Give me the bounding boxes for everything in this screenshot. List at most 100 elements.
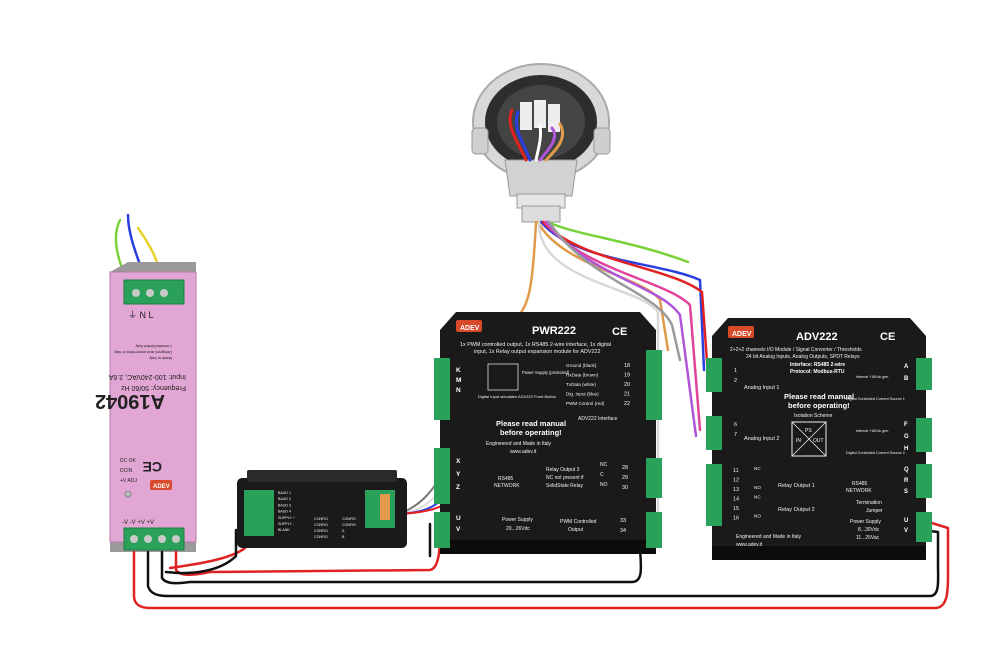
converter-left-label: SUPPLY - [278, 522, 295, 526]
pwr222-relay3-1: Relay Output 3 [546, 467, 580, 473]
pwr222-terminal-letter: X [456, 458, 461, 465]
adv222-terminal-number: 7 [734, 432, 737, 438]
adv222-made-in: Engineered and Made in Italy [736, 534, 802, 540]
converter-right-label: A [342, 529, 345, 533]
converter-right-label: CONFIG [342, 523, 356, 527]
converter-mid-label: CONFIG [314, 529, 328, 533]
pwr222-terminal-letter: Z [456, 484, 460, 491]
psu-ce-mark: CE [143, 459, 162, 475]
pwr222-module: ADEV PWR222 CE 1x PWM controlled output,… [434, 312, 662, 554]
converter-right-labels: CONFIG CONFIG AB [342, 517, 356, 539]
adv222-rs485-1: RS485 [852, 481, 868, 487]
adv222-relay-label: NC [754, 466, 761, 471]
pwr222-pwm-pin-33: 33 [620, 518, 626, 524]
pwr222-iface-label: Dig. Input (blue) [566, 392, 599, 397]
pwr222-terminal-letter: M [456, 377, 461, 384]
psu-frequency: Frequency: 50/60 Hz [121, 384, 186, 391]
adv222-logo: ADEV [732, 331, 752, 338]
adv222-description-2: 24 bit Analog Inputs, Analog Outputs, SP… [746, 354, 860, 360]
pwr222-psu-2: 20...26Vdc [506, 526, 530, 532]
pwr222-iface-num: 19 [624, 373, 630, 379]
psu-model: A19042 [95, 390, 165, 412]
adv222-internal-1: Internal +18Vdc gen. [856, 375, 889, 379]
adv222-terminal-letter: F [904, 422, 908, 428]
adv222-termination-1: Termination [856, 500, 882, 506]
pwr222-iface-num: 22 [624, 401, 630, 407]
adv222-terminal-letter: R [904, 478, 909, 484]
adv222-relay-label: NO [754, 514, 761, 519]
pwr222-relay-num: 30 [622, 485, 628, 491]
converter-left-label: BAUD 3 [278, 503, 291, 507]
adv222-psu-1: Power Supply [850, 519, 881, 525]
converter-right-label: CONFIG [342, 517, 356, 521]
adv222-ce-mark: CE [880, 331, 895, 343]
adv222-iso-out: OUT [813, 438, 824, 444]
converter-right-label: B [342, 535, 345, 539]
pwr222-relay-num: 29 [622, 475, 628, 481]
adv222-analog-in-2: Analog Input 2 [744, 436, 779, 442]
pwr222-iface-label: TxData (white) [566, 382, 596, 387]
pwr222-relay3-3: SolidState Relay [546, 483, 583, 489]
adv222-terminal-letter: H [904, 446, 908, 452]
converter-left-label: BLANK [278, 528, 290, 532]
adv222-iso-ps: PS [805, 428, 812, 434]
psu-logo: ADEV [153, 484, 170, 490]
pwr222-relay-label: C [600, 472, 604, 478]
adv222-analog-in-1: Analog Input 1 [744, 385, 779, 391]
pwr222-relay-label: NO [600, 482, 608, 488]
adv222-terminal-letter: G [904, 434, 909, 440]
adv222-psu-2: 8...30Vdc [858, 527, 880, 533]
converter-left-label: BAUD 2 [278, 497, 291, 501]
pwr222-made-in: Engineered and Made in Italy [486, 441, 552, 447]
adv222-relay-num: 12 [733, 478, 739, 484]
adv222-relay-label: NO [754, 485, 761, 490]
adv222-current-src-1: Digital Controlled Current Source 1 [846, 397, 905, 401]
pwr222-psu-1: Power Supply [502, 517, 533, 523]
psu-fine-print-3: Made in Italy [149, 356, 172, 361]
adv222-manual-1: Please read manual [784, 392, 854, 401]
pwr222-pwm-pin-34: 34 [620, 528, 626, 534]
converter-mid-label: CONFIG [314, 517, 328, 521]
adv222-terminal-letter: U [904, 518, 908, 524]
pwr222-iface-label: RxData (brown) [566, 373, 599, 378]
sensor-head [471, 63, 611, 223]
pwr222-iface-num: 18 [624, 363, 630, 369]
adv222-description-1: 2+2+2 channels I/O Module / Signal Conve… [730, 347, 862, 353]
pwr222-description-1: 1x PWM controlled output, 1x RS485 2-wir… [460, 342, 611, 348]
converter-left-label: BAUD 4 [278, 510, 291, 514]
pwr222-iface-label: PWM Control (red) [566, 401, 605, 406]
adv222-relay-num: 13 [733, 487, 739, 493]
converter-left-label: BAUD 1 [278, 491, 291, 495]
pwr222-relay-num: 28 [622, 465, 628, 471]
psu-input-spec: Input: 100-240VAC, 2.6A [108, 373, 186, 380]
pwr222-terminal-letter: N [456, 387, 461, 394]
adv222-protocol: Protocol: Modbus-RTU [790, 369, 845, 375]
adv222-internal-2: Internal +18Vdc gen. [856, 429, 889, 433]
psu-adj-label: +V ADJ [120, 478, 137, 484]
adv222-terminal-number: 1 [734, 368, 737, 374]
adv222-isolation: Isolation Scheme [794, 413, 833, 419]
pwr222-description-2: input, 1x Relay output expansion module … [474, 349, 600, 355]
pwr222-terminal-letter: K [456, 367, 461, 374]
adv222-manual-2: before operating! [788, 401, 850, 410]
pwr222-logo: ADEV [460, 325, 480, 332]
psu-fine-print-1: Contatto/Switch Italy [136, 344, 172, 349]
adv222-current-src-2: Digital Controlled Current Source 2 [846, 451, 905, 455]
pwr222-power-supply-box: Power Supply (protected) [522, 370, 570, 375]
pwr222-iface-label: Ground (black) [566, 363, 597, 368]
pwr222-pwm-2: Output [568, 527, 584, 533]
adv222-relay-num: 14 [733, 497, 739, 503]
pwr222-relay3-2: NC not present if [546, 475, 584, 481]
adv222-relay-label: NC [754, 495, 761, 500]
pwr222-terminal-letter: Y [456, 471, 461, 478]
adv222-terminal-number: 6 [734, 422, 737, 428]
